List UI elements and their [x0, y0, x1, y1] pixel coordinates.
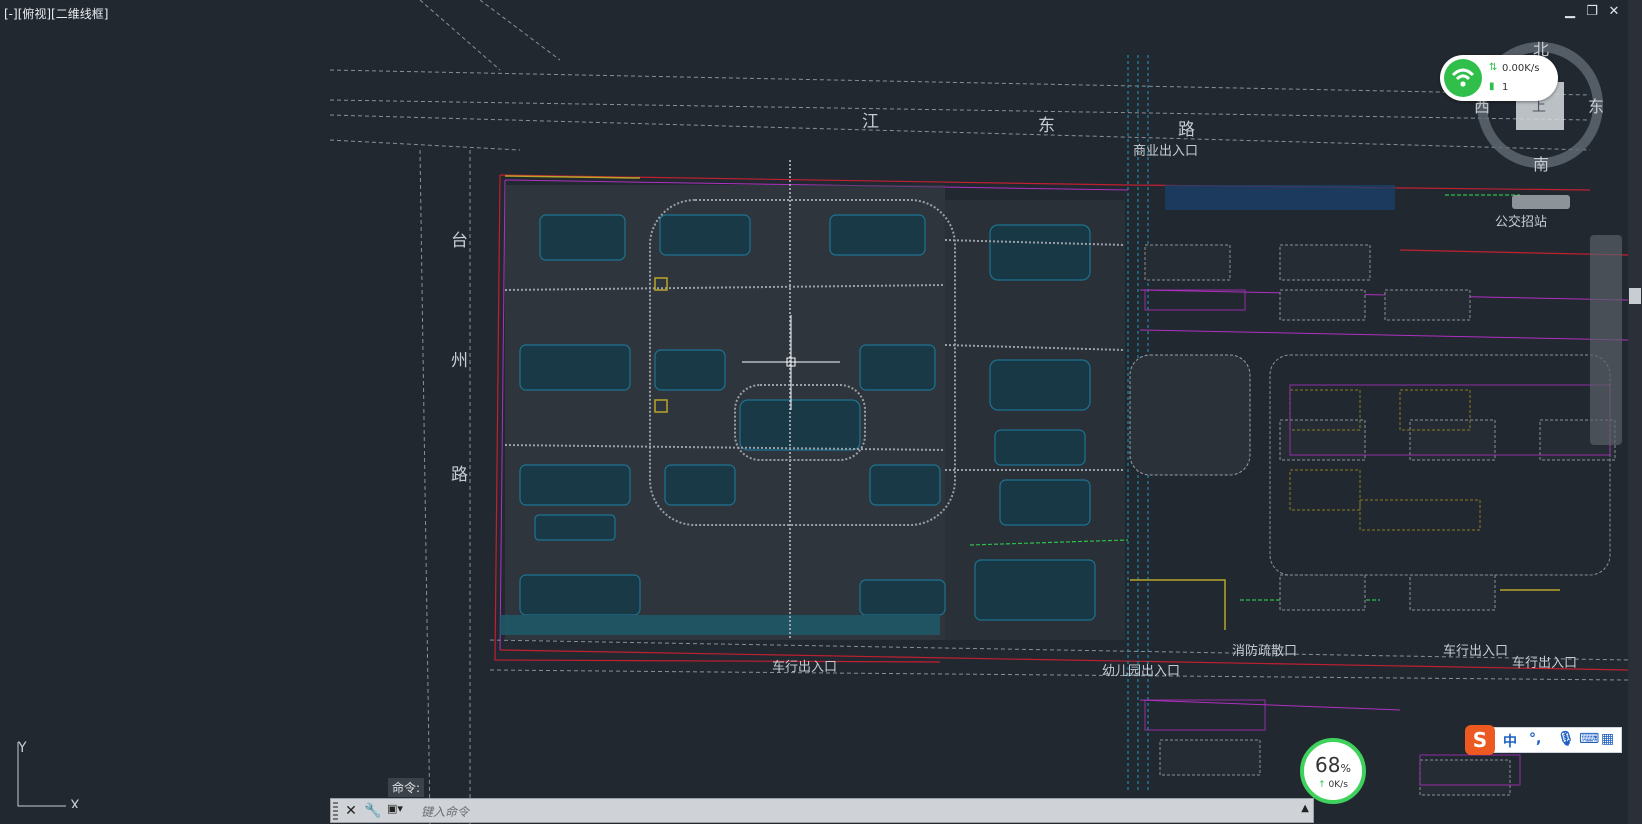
ucs-x-label: X	[70, 798, 80, 808]
keyboard-icon[interactable]: ⌨	[1579, 731, 1600, 747]
upload-speed: ↑ 0K/s	[1304, 780, 1362, 790]
up-arrow-icon: ↑	[1318, 780, 1326, 790]
performance-widget[interactable]: 68% ↑ 0K/s	[1300, 738, 1366, 804]
network-widget[interactable]: ⇅ 0.00K/s ▮ 1	[1440, 55, 1558, 101]
command-history-arrow-icon[interactable]: ▲	[1301, 803, 1309, 814]
close-icon[interactable]: ✕	[1608, 4, 1620, 19]
road-label-left-2: 州	[451, 351, 468, 371]
compass-east[interactable]: 东	[1588, 97, 1604, 116]
site-plan	[500, 160, 1622, 796]
road-lines	[329, 0, 1628, 824]
compass-top[interactable]: 上	[1532, 99, 1546, 115]
label-kindergarten-entrance: 幼儿园出入口	[1102, 664, 1180, 679]
vertical-scrollbar[interactable]	[1628, 0, 1642, 824]
road-label-left-3: 路	[451, 465, 468, 485]
command-prompt-icon[interactable]: ▣▾	[387, 802, 403, 815]
label-bus-stop: 公交招站	[1495, 214, 1547, 230]
compass-north[interactable]: 北	[1533, 40, 1549, 59]
ucs-y-label: Y	[17, 740, 27, 756]
memory-percent-value: 68	[1315, 753, 1341, 777]
crosshair-cursor	[742, 315, 840, 410]
customize-wrench-icon[interactable]: 🔧	[364, 803, 382, 819]
road-label-top-2: 东	[1038, 116, 1055, 136]
viewport-controls-label[interactable]: [-][俯视][二维线框]	[4, 7, 109, 21]
grip-handle[interactable]	[333, 802, 338, 820]
ime-toolbar[interactable]: S 中 °, 🎙 ⌨ ▦	[1465, 725, 1622, 755]
ucs-axis-icon: Y X	[17, 740, 80, 808]
road-label-top-1: 江	[862, 112, 879, 132]
compass-west[interactable]: 西	[1474, 97, 1490, 116]
network-speed: 0.00K/s	[1502, 63, 1540, 74]
road-label-left-1: 台	[451, 231, 468, 251]
traffic-arrows-icon: ⇅	[1489, 62, 1498, 73]
ime-mode-toggle[interactable]: 中	[1503, 734, 1517, 750]
label-vehicle-entrance-3: 车行出入口	[1512, 655, 1577, 671]
label-commercial-entrance: 商业出入口	[1133, 144, 1198, 159]
battery-icon: ▮	[1489, 81, 1495, 92]
mic-icon[interactable]: 🎙	[1557, 731, 1575, 747]
command-line[interactable]: ✕ 🔧 ▣▾ ▲	[330, 798, 1314, 823]
wifi-icon	[1444, 59, 1482, 97]
road-label-top-3: 路	[1178, 120, 1195, 140]
command-input[interactable]	[419, 801, 1283, 823]
label-vehicle-entrance-1: 车行出入口	[772, 659, 837, 675]
minimize-icon[interactable]: ▁	[1565, 4, 1575, 19]
command-history-label: 命令:	[388, 778, 425, 797]
grid-icon[interactable]: ▦	[1601, 731, 1615, 747]
restore-icon[interactable]: ❐	[1586, 4, 1598, 19]
sogou-logo-icon[interactable]: S	[1465, 725, 1495, 755]
label-fire-exit: 消防疏散口	[1232, 643, 1297, 659]
upload-speed-value: 0K/s	[1328, 780, 1348, 790]
ime-punct-toggle[interactable]: °,	[1529, 731, 1542, 747]
memory-percent: 68%	[1304, 753, 1362, 777]
label-vehicle-entrance-2: 车行出入口	[1443, 643, 1508, 659]
compass-south[interactable]: 南	[1533, 155, 1549, 174]
close-command-button[interactable]: ✕	[345, 803, 357, 819]
scrollbar-thumb[interactable]	[1629, 288, 1641, 304]
percent-sign: %	[1340, 762, 1351, 775]
network-count: 1	[1502, 82, 1509, 93]
